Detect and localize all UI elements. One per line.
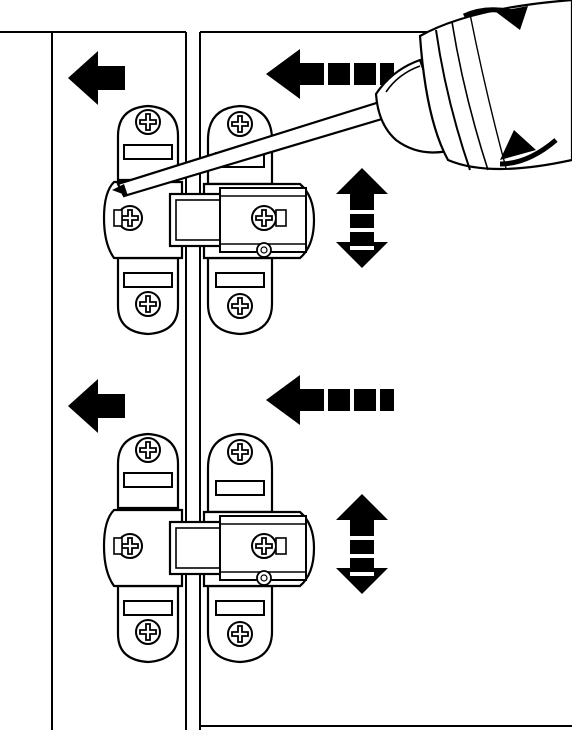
lower-hinge <box>104 434 314 662</box>
arrow-left-dashed-icon <box>266 375 394 425</box>
arrow-up-down-icon <box>336 494 388 594</box>
arrow-left-icon <box>68 379 125 433</box>
rotation-arrows-icon <box>462 6 558 167</box>
arrow-left-dashed-icon <box>266 49 394 99</box>
cabinet-side-panel <box>0 31 187 730</box>
arrow-up-down-icon <box>336 168 388 268</box>
cabinet-door-panel <box>199 31 572 730</box>
arrow-left-icon <box>68 51 125 105</box>
screwdriver-icon <box>112 0 572 198</box>
